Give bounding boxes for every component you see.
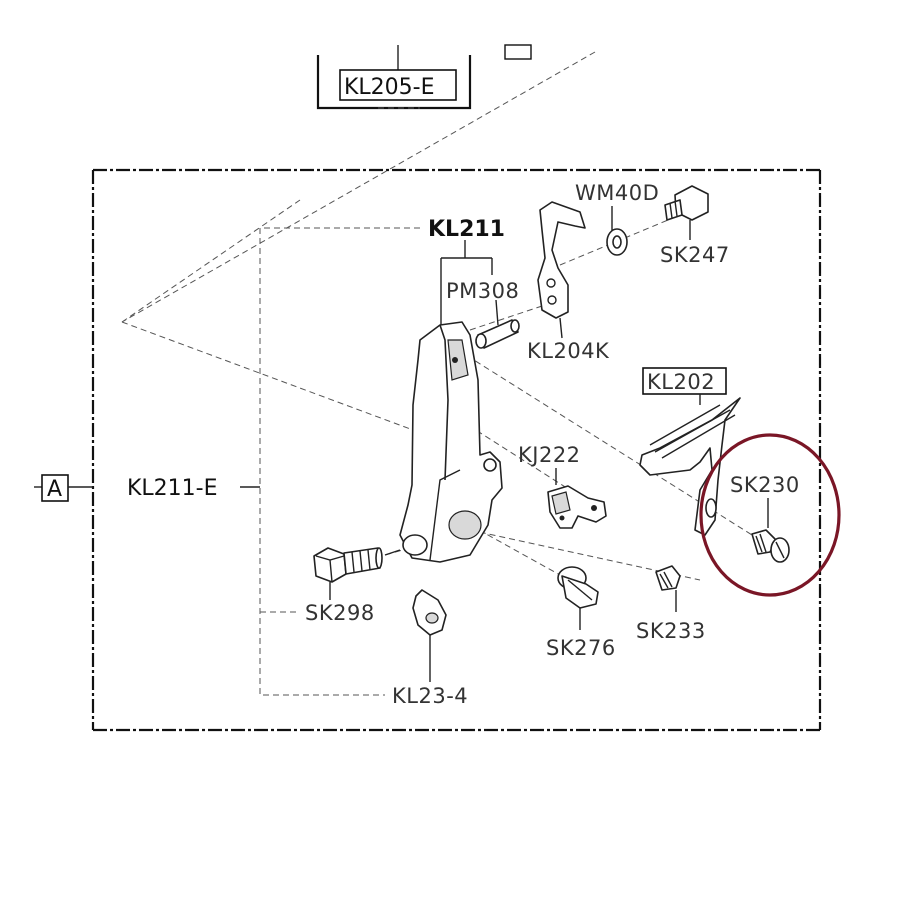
kl23-4-part: KL23-4 xyxy=(392,589,468,708)
label-sk247: SK247 xyxy=(660,243,730,267)
label-kl202: KL202 xyxy=(647,370,715,394)
label-kl23-4: KL23-4 xyxy=(392,684,468,708)
wm40d-washer: WM40D xyxy=(575,181,659,256)
label-sk276: SK276 xyxy=(546,636,616,660)
label-kl211e: KL211-E xyxy=(127,476,218,501)
kl205e-box: KL205-E xyxy=(316,44,532,110)
sk230-screw: SK230 xyxy=(730,473,800,563)
sk298-bolt: SK298 xyxy=(260,547,383,625)
label-sk298: SK298 xyxy=(305,601,375,625)
kl211-callout: KL211 PM308 xyxy=(428,217,519,325)
kl204k-hook: KL204K xyxy=(527,201,610,363)
label-sk233: SK233 xyxy=(636,619,706,643)
kl211-arm xyxy=(399,321,503,563)
kl211e-bracket: KL211-E xyxy=(127,227,420,696)
kj222-clip: KJ222 xyxy=(518,443,607,529)
label-pm308: PM308 xyxy=(446,279,519,303)
sk247-screw: SK247 xyxy=(660,185,730,267)
label-a: A xyxy=(47,477,62,502)
label-kl211: KL211 xyxy=(428,217,505,242)
pm308-pin xyxy=(475,299,520,349)
sk276-screw: SK276 xyxy=(546,566,616,660)
label-wm40d: WM40D xyxy=(575,181,659,205)
sk233-screw: SK233 xyxy=(636,565,706,643)
reference-a: A xyxy=(34,474,93,502)
label-kl204k: KL204K xyxy=(527,339,610,363)
kl202-blade: KL202 xyxy=(639,367,741,536)
sk230-highlight-circle xyxy=(699,433,841,597)
label-sk230: SK230 xyxy=(730,473,800,497)
label-kl205e: KL205-E xyxy=(344,75,435,100)
label-kj222: KJ222 xyxy=(518,443,581,467)
main-frame xyxy=(91,168,822,732)
